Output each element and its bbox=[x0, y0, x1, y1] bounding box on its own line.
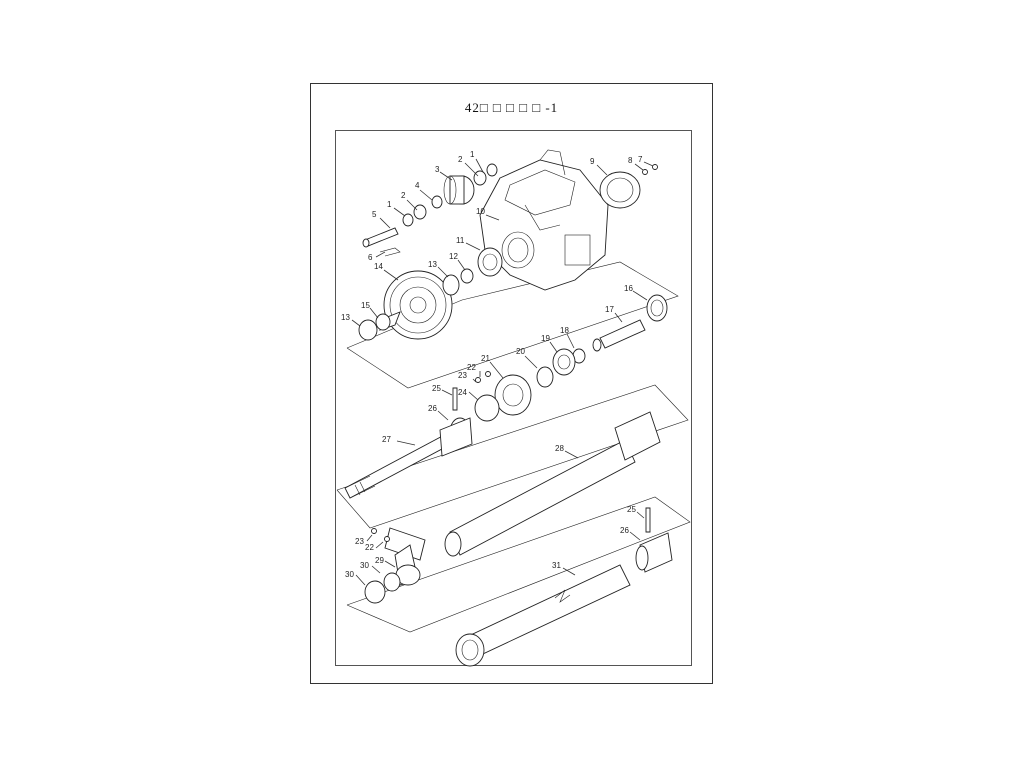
tube-28 bbox=[444, 411, 661, 557]
callout-26a: 26 bbox=[428, 404, 437, 413]
callout-17: 17 bbox=[605, 305, 614, 314]
callout-27: 27 bbox=[382, 435, 391, 444]
tube-31 bbox=[455, 507, 673, 667]
gearbox-housing bbox=[479, 149, 609, 291]
callout-1b: 1 bbox=[387, 200, 392, 209]
callout-22b: 22 bbox=[365, 543, 374, 552]
callout-24: 24 bbox=[458, 388, 467, 397]
callout-labels: 1 2 3 4 2 1 5 6 7 8 9 10 11 12 13 14 15 … bbox=[341, 150, 643, 579]
callout-3: 3 bbox=[435, 165, 440, 174]
callout-28: 28 bbox=[555, 444, 564, 453]
callout-25a: 25 bbox=[432, 384, 441, 393]
callout-12: 12 bbox=[449, 252, 458, 261]
callout-7: 7 bbox=[638, 155, 643, 164]
callout-5: 5 bbox=[372, 210, 377, 219]
leader-lines bbox=[351, 158, 654, 586]
callout-13b: 13 bbox=[341, 313, 350, 322]
callout-30b: 30 bbox=[345, 570, 354, 579]
section-outline-lower bbox=[346, 496, 691, 633]
callout-23b: 23 bbox=[355, 537, 364, 546]
callout-26b: 26 bbox=[620, 526, 629, 535]
callout-30a: 30 bbox=[360, 561, 369, 570]
small-gear-3 bbox=[443, 175, 475, 205]
callout-15: 15 bbox=[361, 301, 370, 310]
clamp-assembly bbox=[364, 527, 426, 604]
callout-2b: 2 bbox=[401, 191, 406, 200]
callout-13a: 13 bbox=[428, 260, 437, 269]
callout-18: 18 bbox=[560, 326, 569, 335]
shaft-assembly-right bbox=[474, 294, 668, 422]
callout-25b: 25 bbox=[627, 505, 636, 514]
callout-20: 20 bbox=[516, 347, 525, 356]
pin-25-upper bbox=[452, 387, 458, 411]
callout-29: 29 bbox=[375, 556, 384, 565]
callout-14: 14 bbox=[374, 262, 383, 271]
diagram-frame bbox=[335, 130, 692, 666]
callout-23a: 23 bbox=[458, 371, 467, 380]
callout-8: 8 bbox=[628, 156, 633, 165]
callout-9: 9 bbox=[590, 157, 595, 166]
housing-cover-9 bbox=[599, 171, 641, 209]
callout-22a: 22 bbox=[467, 363, 476, 372]
callout-10: 10 bbox=[476, 207, 485, 216]
callout-1a: 1 bbox=[470, 150, 475, 159]
cotter-pin-6 bbox=[379, 247, 401, 257]
page-title: 42□ □ □ □ □ -1 bbox=[464, 100, 559, 115]
callout-6: 6 bbox=[368, 253, 373, 262]
pin-5 bbox=[362, 227, 399, 248]
callout-16: 16 bbox=[624, 284, 633, 293]
bolts-22-24 bbox=[475, 371, 491, 383]
bearings-mid bbox=[358, 247, 503, 341]
callout-31: 31 bbox=[552, 561, 561, 570]
callout-4: 4 bbox=[415, 181, 420, 190]
callout-19: 19 bbox=[541, 334, 550, 343]
drive-shaft-27 bbox=[344, 417, 473, 499]
callout-21: 21 bbox=[481, 354, 490, 363]
callout-2a: 2 bbox=[458, 155, 463, 164]
bolt-7-8 bbox=[642, 164, 658, 175]
section-outline-middle bbox=[336, 384, 689, 529]
callout-11: 11 bbox=[456, 236, 465, 245]
large-gear-14 bbox=[379, 270, 453, 340]
